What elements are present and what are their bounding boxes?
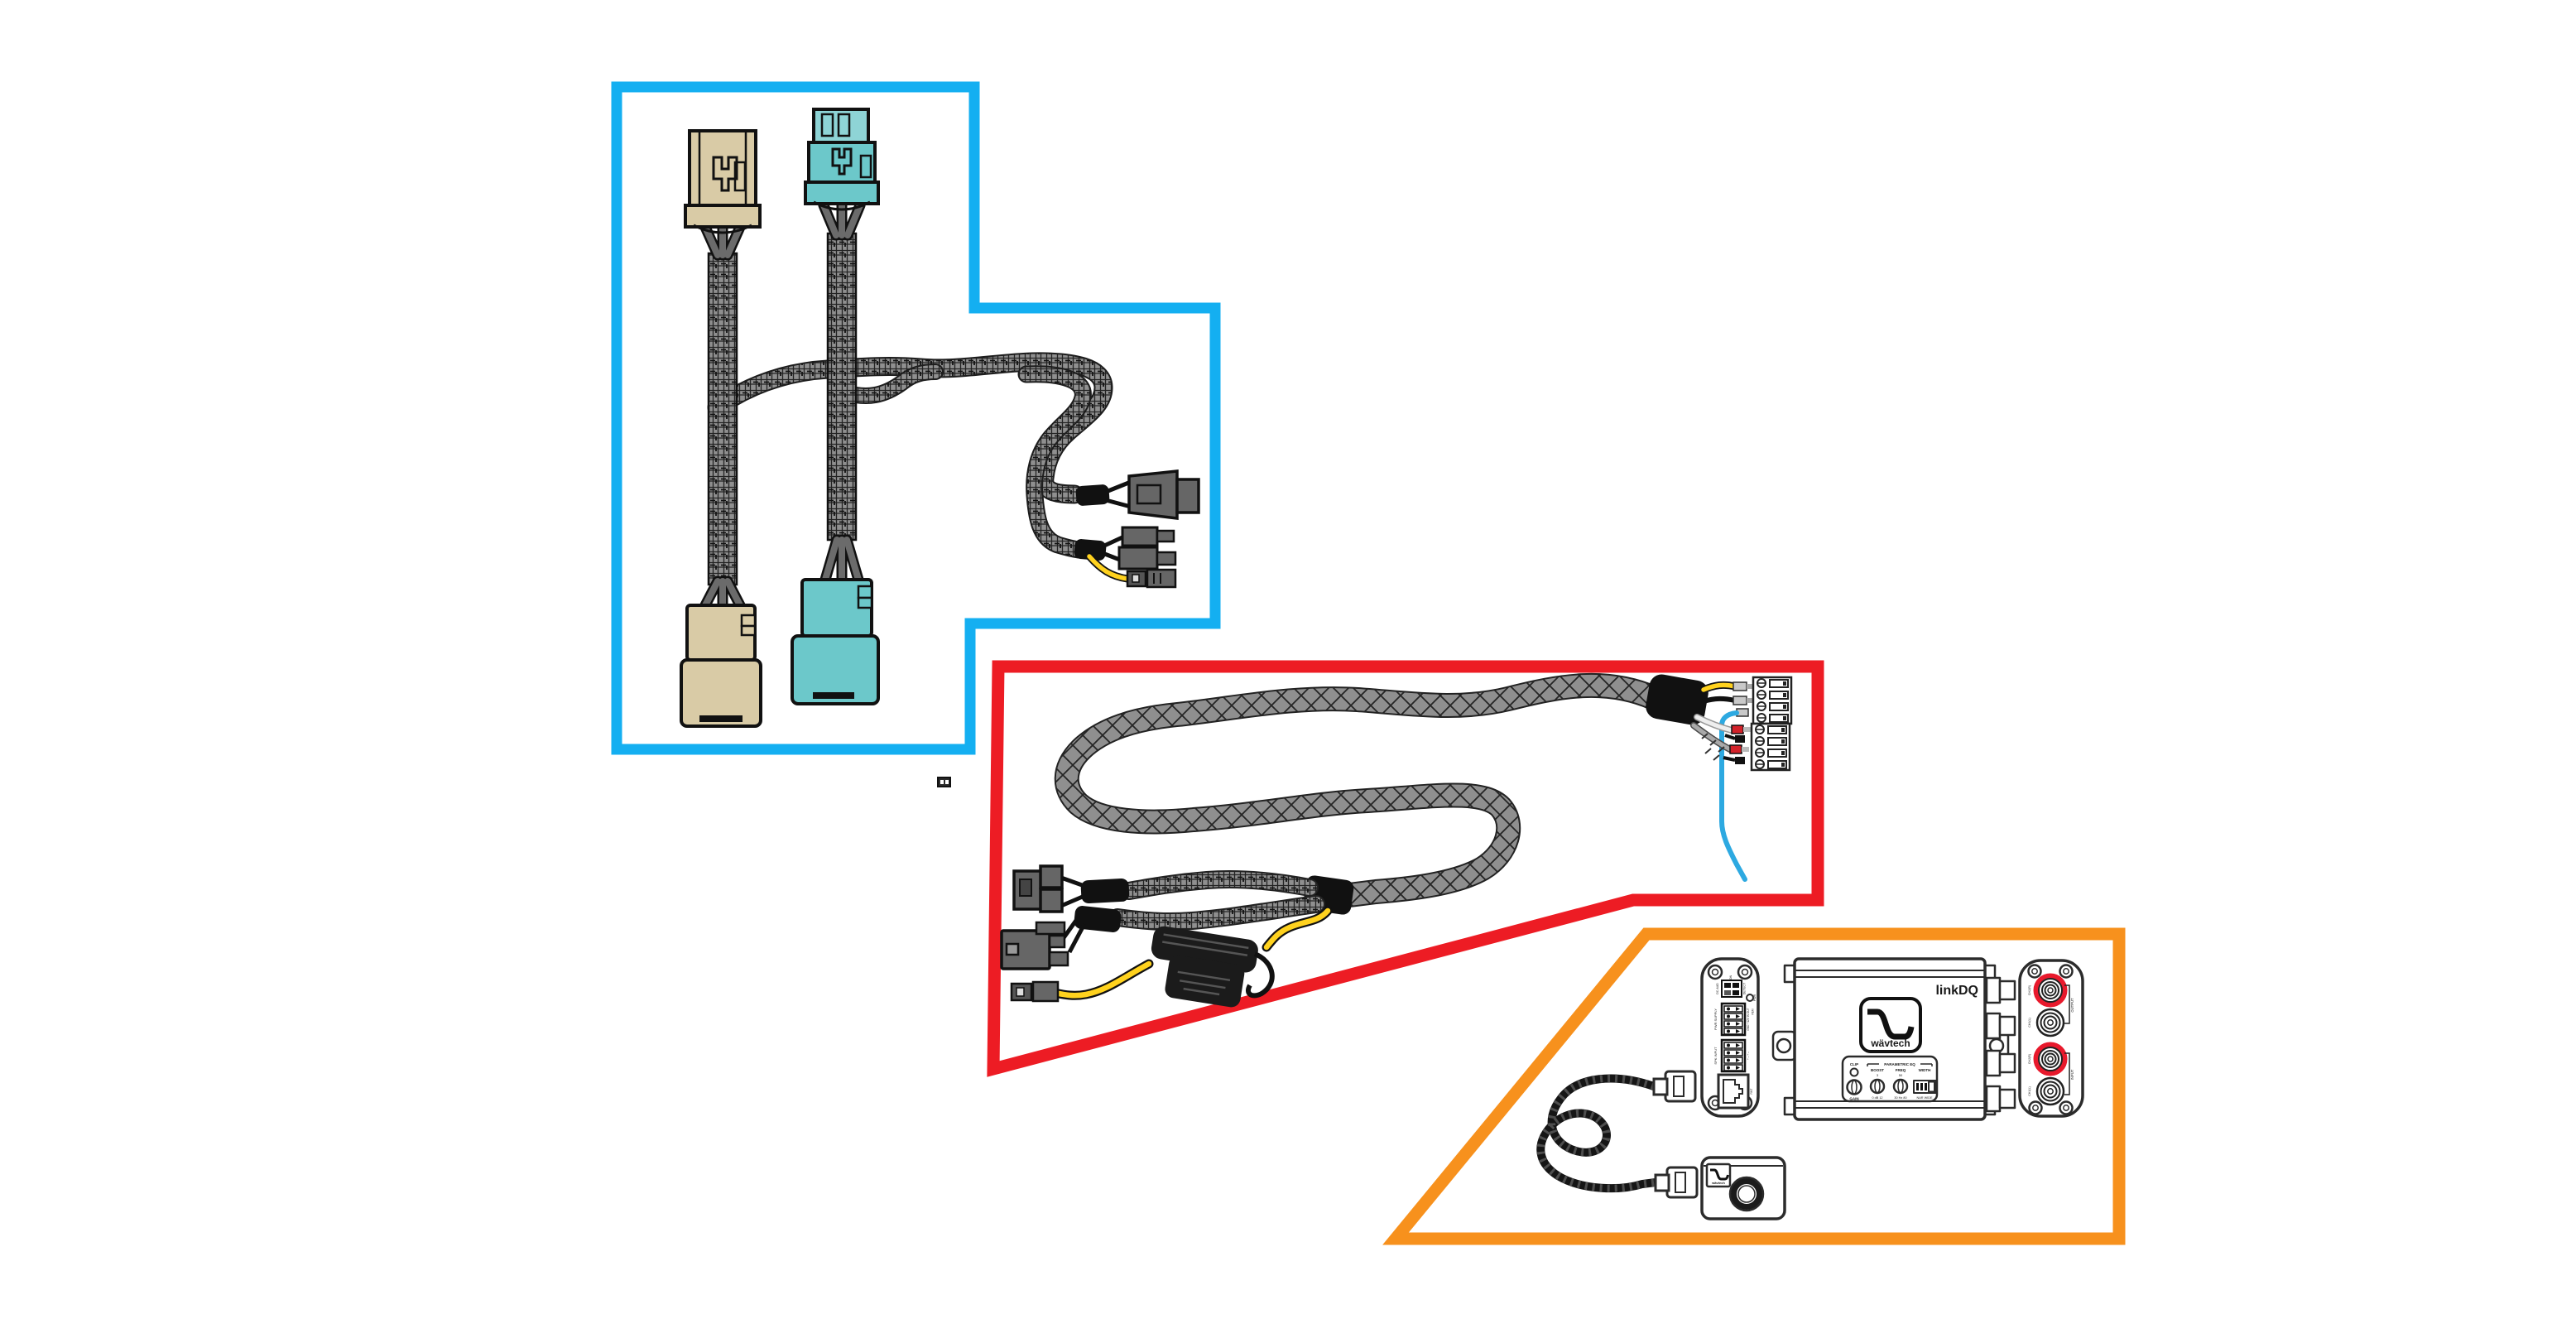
adapter-harness-region [611,81,1221,755]
harness-branch-cable [707,352,1132,564]
svg-text:DC AUD: DC AUD [1716,983,1719,994]
connector-a [1012,864,1064,913]
gain-label: GAIN [1849,1097,1858,1101]
tiny-connector-icon [937,777,951,787]
power-led [1746,994,1754,1002]
terminal-block-lower [1750,722,1791,772]
teal-harness [791,108,880,705]
remote-level-knob: wävtech [1700,1156,1786,1220]
svg-text:CH1(L): CH1(L) [2028,1086,2031,1096]
sine-wave-icon [1710,1168,1729,1181]
rca-jack-out-l [2035,1008,2065,1037]
fuse-holder [1151,926,1258,1008]
svg-text:OUTPUT: OUTPUT [2070,998,2074,1013]
speaker-input-terminal: SPK INPUT + – + – [1713,1038,1750,1073]
remote-jack: RMT [1717,1073,1753,1110]
branch-connector-a [1127,469,1200,520]
svg-text:WIDTH: WIDTH [1919,1068,1931,1072]
eq-title: PARAMETRIC EQ [1884,1062,1915,1066]
main-harness-region-outline [987,660,1824,1077]
device-side-panel-rca: CH2(R) CH1(L) CH2(R) CH1(L) OUTPUT INPUT [2018,959,2084,1118]
svg-text:50: 50 [1899,1073,1903,1077]
adapter-harness-region-outline [611,81,1221,755]
svg-text:BOOST: BOOST [1871,1068,1884,1072]
modular-plug-top [1652,1070,1697,1103]
svg-text:0 dB 12: 0 dB 12 [1872,1096,1882,1100]
svg-text:RMT: RMT [1750,1088,1753,1094]
processor-region-outline [1382,927,2126,1245]
svg-text:FREQ: FREQ [1896,1068,1906,1072]
rca-jack-in-l [2035,1076,2065,1106]
main-harness-cable [1054,672,1666,907]
pigtail-connector [1010,980,1060,1003]
device-side-panel-left: DC AUD ON DETECT PWR PWR SUPPLY GND +12V… [1700,957,1760,1118]
wavtech-logo: wävtech [1859,997,1922,1053]
clip-led [1849,1067,1859,1077]
linkdq-device: linkDQ wävtech CLIP GAIN PARAMETRIC EQ [1771,957,2016,1121]
connector-b [1000,921,1069,970]
tan-harness [680,129,762,728]
svg-text:NAR WIDE: NAR WIDE [1917,1096,1933,1100]
svg-text:PWR SUPPLY: PWR SUPPLY [1713,1009,1718,1030]
svg-text:GND +12V IN OUT: GND +12V IN OUT [1747,1008,1750,1030]
rca-jack-in-r [2033,1042,2068,1076]
fused-power-lead [1010,906,1333,1008]
boost-knob: BOOST 3 0 dB 12 [1869,1068,1886,1100]
svg-text:PWR: PWR [1753,994,1757,1001]
rca-jack-out-r [2033,973,2068,1008]
branch-connector-b [1117,526,1177,570]
svg-text:30 Hz 80: 30 Hz 80 [1894,1096,1906,1100]
gain-knob [1846,1079,1862,1095]
svg-text:INPUT: INPUT [2070,1069,2074,1080]
modular-plug-bottom [1654,1166,1699,1199]
remote-brand-label: wävtech [1711,1181,1725,1185]
panel-screws [2027,964,2074,1115]
harness-output-end [1646,674,1793,882]
terminal-block-upper [1752,676,1793,725]
svg-text:+ – + –: + – + – [1747,1052,1750,1060]
device-model-label: linkDQ [1935,984,1978,998]
power-supply-terminal: PWR SUPPLY GND +12V IN OUT REM [1713,1002,1755,1037]
branch-pigtail-connector [1085,552,1177,589]
svg-text:CH2(R): CH2(R) [2028,1054,2031,1064]
mount-tab-left [1771,1030,1798,1061]
svg-text:ON: ON [1729,975,1733,980]
control-panel: CLIP GAIN PARAMETRIC EQ BOOST 3 0 dB 12 [1841,1055,1939,1103]
svg-text:DETECT: DETECT [1743,982,1747,994]
clip-label: CLIP [1850,1062,1858,1066]
main-harness-region [987,660,1824,1077]
branch-to-connector-a [1012,864,1319,913]
processor-region: linkDQ wävtech CLIP GAIN PARAMETRIC EQ [1382,927,2126,1245]
detect-dip-switch: DC AUD ON DETECT PWR [1716,975,1757,1002]
svg-text:SPK INPUT: SPK INPUT [1713,1047,1718,1065]
brand-label: wävtech [1870,1037,1910,1049]
svg-text:REM: REM [1752,1009,1755,1014]
remote-cable [1536,1070,1699,1199]
turn-on-wire-blue [1719,708,1749,882]
svg-text:3: 3 [1877,1073,1879,1077]
sine-wave-icon [1867,1009,1915,1040]
svg-text:CH1(L): CH1(L) [2028,1018,2031,1028]
width-switch: WIDTH NAR WIDE [1913,1068,1937,1100]
freq-knob: FREQ 50 30 Hz 80 [1892,1068,1909,1100]
remote-logo: wävtech [1705,1163,1732,1188]
branch-to-connector-b [1000,895,1325,970]
svg-text:CH2(R): CH2(R) [2028,985,2031,995]
